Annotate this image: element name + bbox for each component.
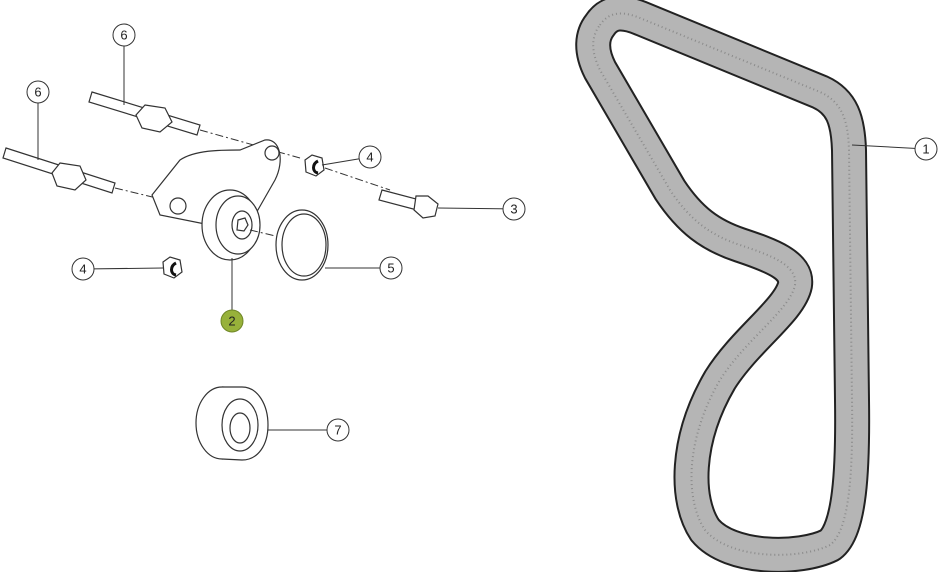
svg-text:5: 5 (387, 261, 394, 276)
callout-7[interactable]: 7 (326, 418, 350, 442)
callout-5[interactable]: 5 (379, 256, 403, 280)
tensioner-part[interactable] (151, 139, 281, 261)
idler-pulley-part[interactable] (195, 386, 269, 461)
nut-upper-part[interactable] (304, 154, 391, 191)
callout-4-upper[interactable]: 4 (358, 145, 382, 169)
bolt-part[interactable] (378, 189, 439, 219)
callout-3[interactable]: 3 (502, 197, 526, 221)
stud-upper-part[interactable] (88, 91, 301, 159)
svg-text:4: 4 (366, 150, 373, 165)
svg-text:4: 4 (79, 262, 86, 277)
svg-text:6: 6 (34, 85, 41, 100)
belt-part[interactable] (575, 0, 871, 572)
stud-lower-part[interactable] (2, 147, 166, 201)
callout-6-lower[interactable]: 6 (26, 80, 50, 104)
callout-6-upper[interactable]: 6 (112, 23, 136, 47)
svg-text:2: 2 (228, 314, 235, 329)
svg-text:1: 1 (922, 142, 929, 157)
svg-text:6: 6 (120, 28, 127, 43)
callout-2-highlighted[interactable]: 2 (220, 309, 244, 333)
svg-text:3: 3 (510, 202, 517, 217)
nut-lower-part[interactable] (162, 256, 183, 279)
svg-text:7: 7 (334, 423, 341, 438)
callout-4-lower[interactable]: 4 (71, 257, 95, 281)
callout-1[interactable]: 1 (914, 137, 938, 161)
cover-part[interactable] (275, 209, 329, 281)
